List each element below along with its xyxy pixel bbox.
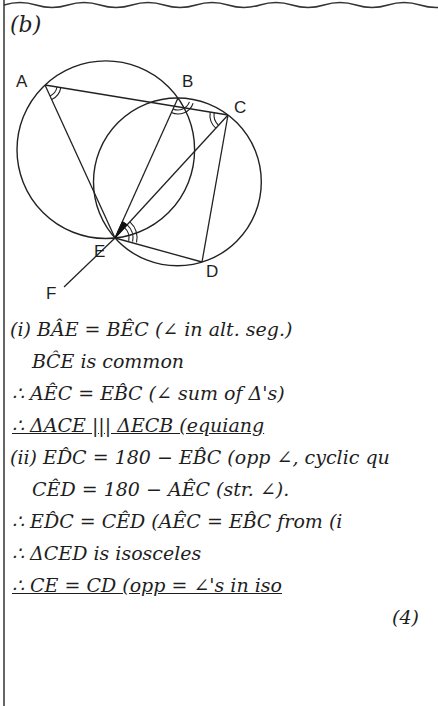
mark-number: (4) bbox=[392, 606, 419, 629]
proof-line: BĈE is common bbox=[32, 350, 184, 373]
construction-lines bbox=[45, 85, 228, 287]
proof-line: ∴ AÊC = EB̂C (∠ sum of Δ's) bbox=[12, 382, 285, 405]
proof-line: ∴ ED̂C = CÊD (AÊC = EB̂C from (i bbox=[12, 510, 342, 533]
proof-line: ∴ CE = CD (opp = ∠'s in iso bbox=[12, 574, 282, 597]
point-label: A bbox=[16, 72, 27, 92]
point-label: C bbox=[234, 98, 246, 118]
angle-marks bbox=[50, 87, 219, 243]
proof-line: (i) BÂE = BÊC (∠ in alt. seg.) bbox=[10, 318, 292, 341]
point-label: F bbox=[46, 284, 56, 304]
big-circle bbox=[17, 61, 195, 239]
point-label: D bbox=[206, 262, 218, 282]
margin-line bbox=[3, 0, 5, 706]
proof-line: ∴ ΔCED is isosceles bbox=[12, 542, 201, 565]
filled-angle-mark bbox=[115, 222, 127, 238]
proof-line: (ii) ED̂C = 180 − EB̂C (opp ∠, cyclic qu bbox=[10, 446, 390, 469]
point-label: B bbox=[182, 72, 193, 92]
proof-line: ∴ ΔACE ||| ΔECB (equiang bbox=[12, 414, 264, 437]
part-label: (b) bbox=[10, 12, 41, 38]
point-label: E bbox=[94, 242, 105, 262]
torn-edge bbox=[4, 3, 438, 8]
small-circle bbox=[93, 98, 261, 266]
proof-line: CÊD = 180 − AÊC (str. ∠). bbox=[32, 478, 289, 501]
